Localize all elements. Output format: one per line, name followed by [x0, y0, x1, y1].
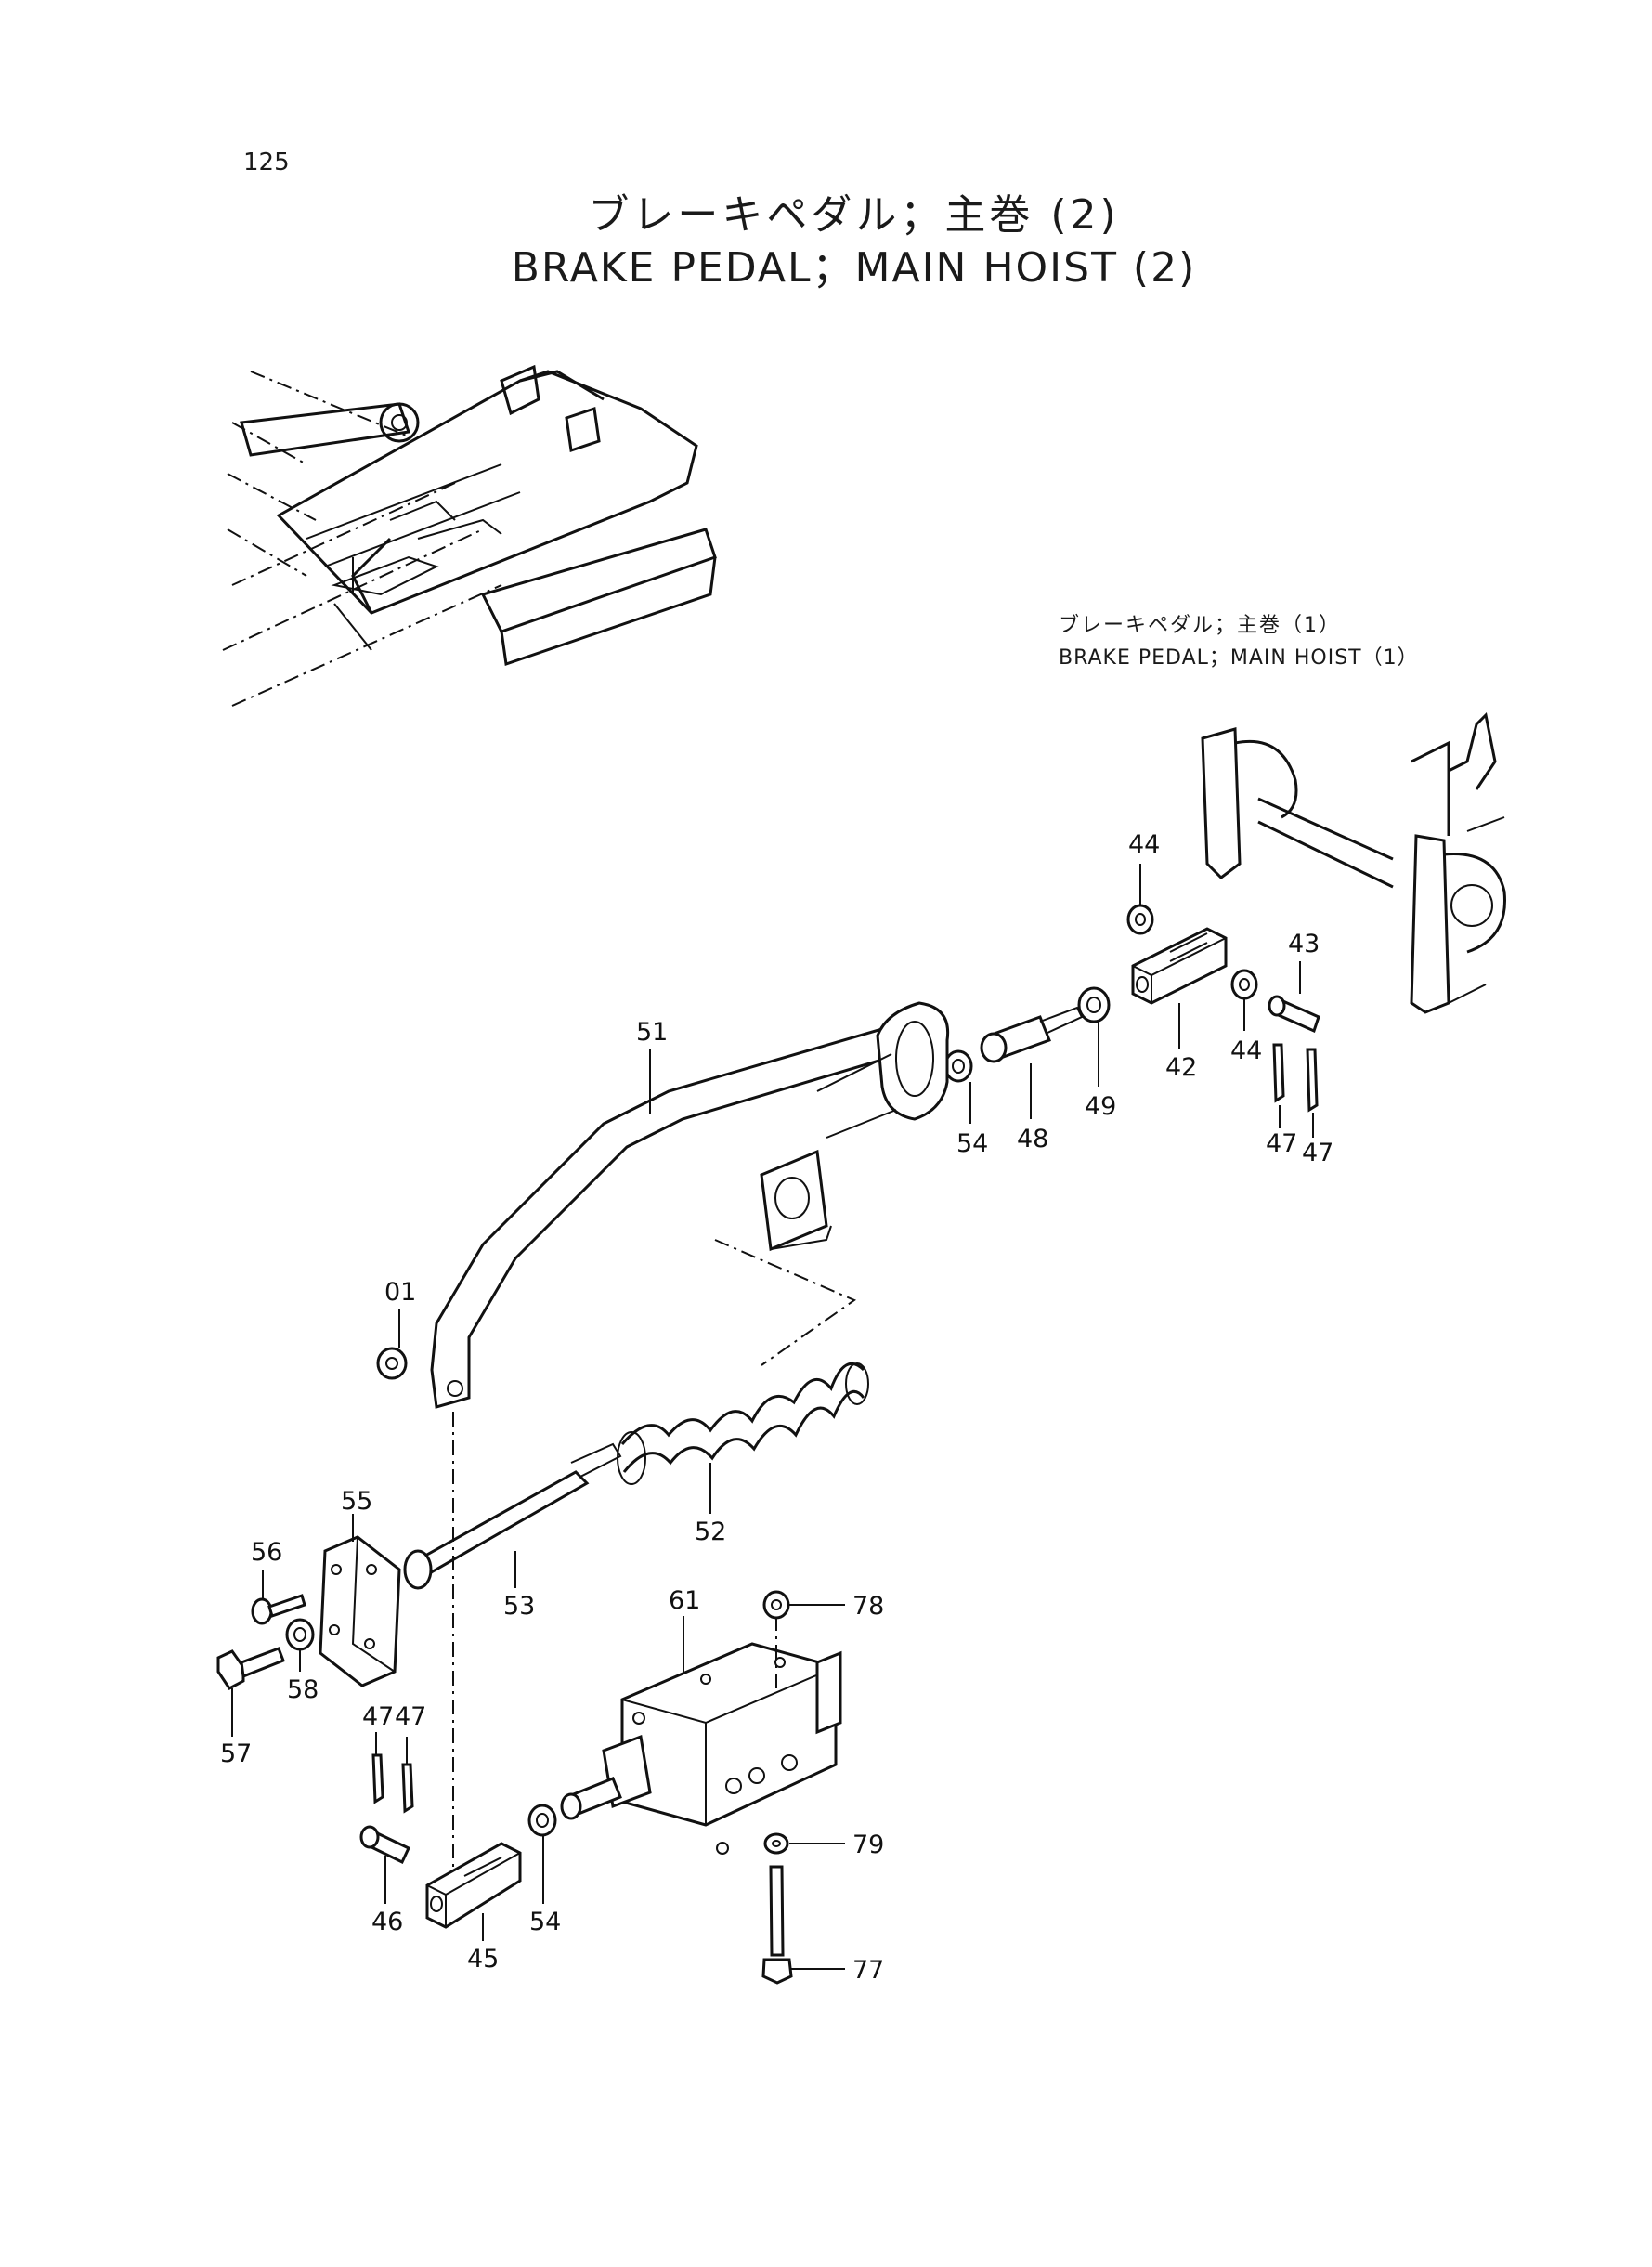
- label-57: 57: [220, 1739, 252, 1768]
- label-77: 77: [852, 1956, 884, 1985]
- part-45-clevis: [425, 1842, 522, 1941]
- label-51: 51: [636, 1018, 668, 1047]
- label-53: 53: [503, 1592, 535, 1621]
- reference-label-english: BRAKE PEDAL；MAIN HOIST（1）: [1059, 646, 1419, 670]
- label-61: 61: [669, 1586, 700, 1615]
- part-01-bushing: [376, 1309, 408, 1380]
- reference-label-japanese: ブレーキペダル；主巻（1）: [1059, 614, 1341, 637]
- part-54-nut-upper: [943, 1049, 973, 1124]
- part-44-washer-upper: [1126, 864, 1154, 935]
- part-51-pedal-lever: [430, 1001, 950, 1409]
- title-japanese: ブレーキペダル；主巻 (2): [588, 191, 1120, 239]
- part-43-pin: [1268, 961, 1320, 1034]
- part-58-nut: [285, 1618, 315, 1672]
- part-46-pin: [359, 1825, 410, 1904]
- label-44-lower: 44: [1230, 1036, 1262, 1065]
- part-57-bolt: [216, 1647, 285, 1737]
- part-78-nut: [762, 1590, 845, 1620]
- part-48-rod-end: [980, 1006, 1084, 1119]
- label-47-d: 47: [395, 1702, 426, 1731]
- part-52-spring: [617, 1239, 869, 1514]
- part-79-washer: [763, 1832, 845, 1855]
- label-47-b: 47: [1302, 1139, 1333, 1167]
- label-49: 49: [1085, 1092, 1116, 1121]
- overview-inset-sketch: [222, 364, 717, 707]
- part-44-washer-lower: [1230, 969, 1258, 1031]
- label-43: 43: [1288, 930, 1320, 958]
- part-55-plate: [319, 1514, 401, 1687]
- label-56: 56: [251, 1538, 282, 1567]
- label-52: 52: [695, 1518, 726, 1546]
- label-54-lower: 54: [529, 1908, 561, 1936]
- label-46: 46: [371, 1908, 403, 1936]
- label-47-a: 47: [1266, 1129, 1297, 1158]
- label-42: 42: [1165, 1053, 1197, 1082]
- label-55: 55: [341, 1487, 372, 1516]
- label-44-upper: 44: [1128, 830, 1160, 859]
- part-47-cotter-pins-upper: [1272, 1043, 1319, 1138]
- label-79: 79: [852, 1831, 884, 1859]
- reference-frame-sketch: [1201, 711, 1506, 1014]
- label-01: 01: [384, 1278, 416, 1307]
- part-49-nut: [1077, 986, 1111, 1087]
- page-number: 125: [243, 149, 290, 176]
- label-58: 58: [287, 1675, 319, 1704]
- part-53-rod: [403, 1412, 622, 1895]
- part-47-cotter-pins-lower: [371, 1732, 414, 1814]
- label-54-upper: 54: [956, 1129, 988, 1158]
- label-78: 78: [852, 1592, 884, 1621]
- label-45: 45: [467, 1945, 499, 1974]
- title-english: BRAKE PEDAL；MAIN HOIST (2): [511, 244, 1197, 292]
- label-48: 48: [1017, 1125, 1048, 1153]
- part-54-nut-lower: [527, 1804, 557, 1904]
- label-47-c: 47: [362, 1702, 394, 1731]
- part-61-valve-body: [560, 1616, 842, 1855]
- part-77-bolt: [761, 1865, 845, 1985]
- part-56-bolt: [251, 1570, 306, 1625]
- part-42-clevis: [1131, 927, 1228, 1049]
